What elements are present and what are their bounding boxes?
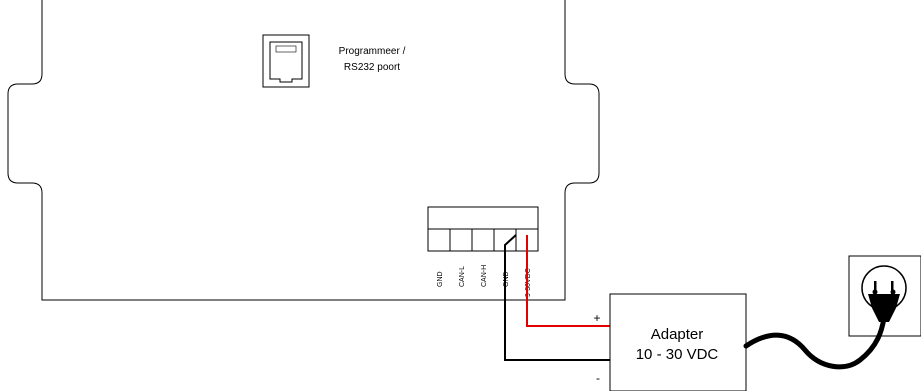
mains-plug (868, 281, 900, 322)
adapter-box (609, 293, 747, 391)
port-label-line1: Programmeer / (339, 46, 406, 57)
terminal-label-gnd-1: GND (437, 271, 444, 287)
programming-port (262, 34, 310, 88)
adapter-label-line1: Adapter (651, 326, 704, 343)
adapter-plus-label: + (593, 311, 600, 325)
mains-cable (743, 315, 887, 370)
terminal-label-can-l: CAN-L (459, 266, 466, 287)
adapter-minus-label: - (596, 371, 600, 385)
adapter-label-line2: 10 - 30 VDC (636, 346, 719, 363)
device-enclosure (7, 0, 600, 301)
positive-wire (526, 235, 610, 327)
terminal-label-gnd-2: GND (503, 271, 510, 287)
terminal-block (427, 206, 539, 252)
ground-wire (504, 234, 610, 361)
port-label-line2: RS232 poort (344, 62, 400, 73)
terminal-label-supply: 9-30VDC (525, 268, 532, 297)
terminal-label-can-h: CAN-H (481, 265, 488, 287)
